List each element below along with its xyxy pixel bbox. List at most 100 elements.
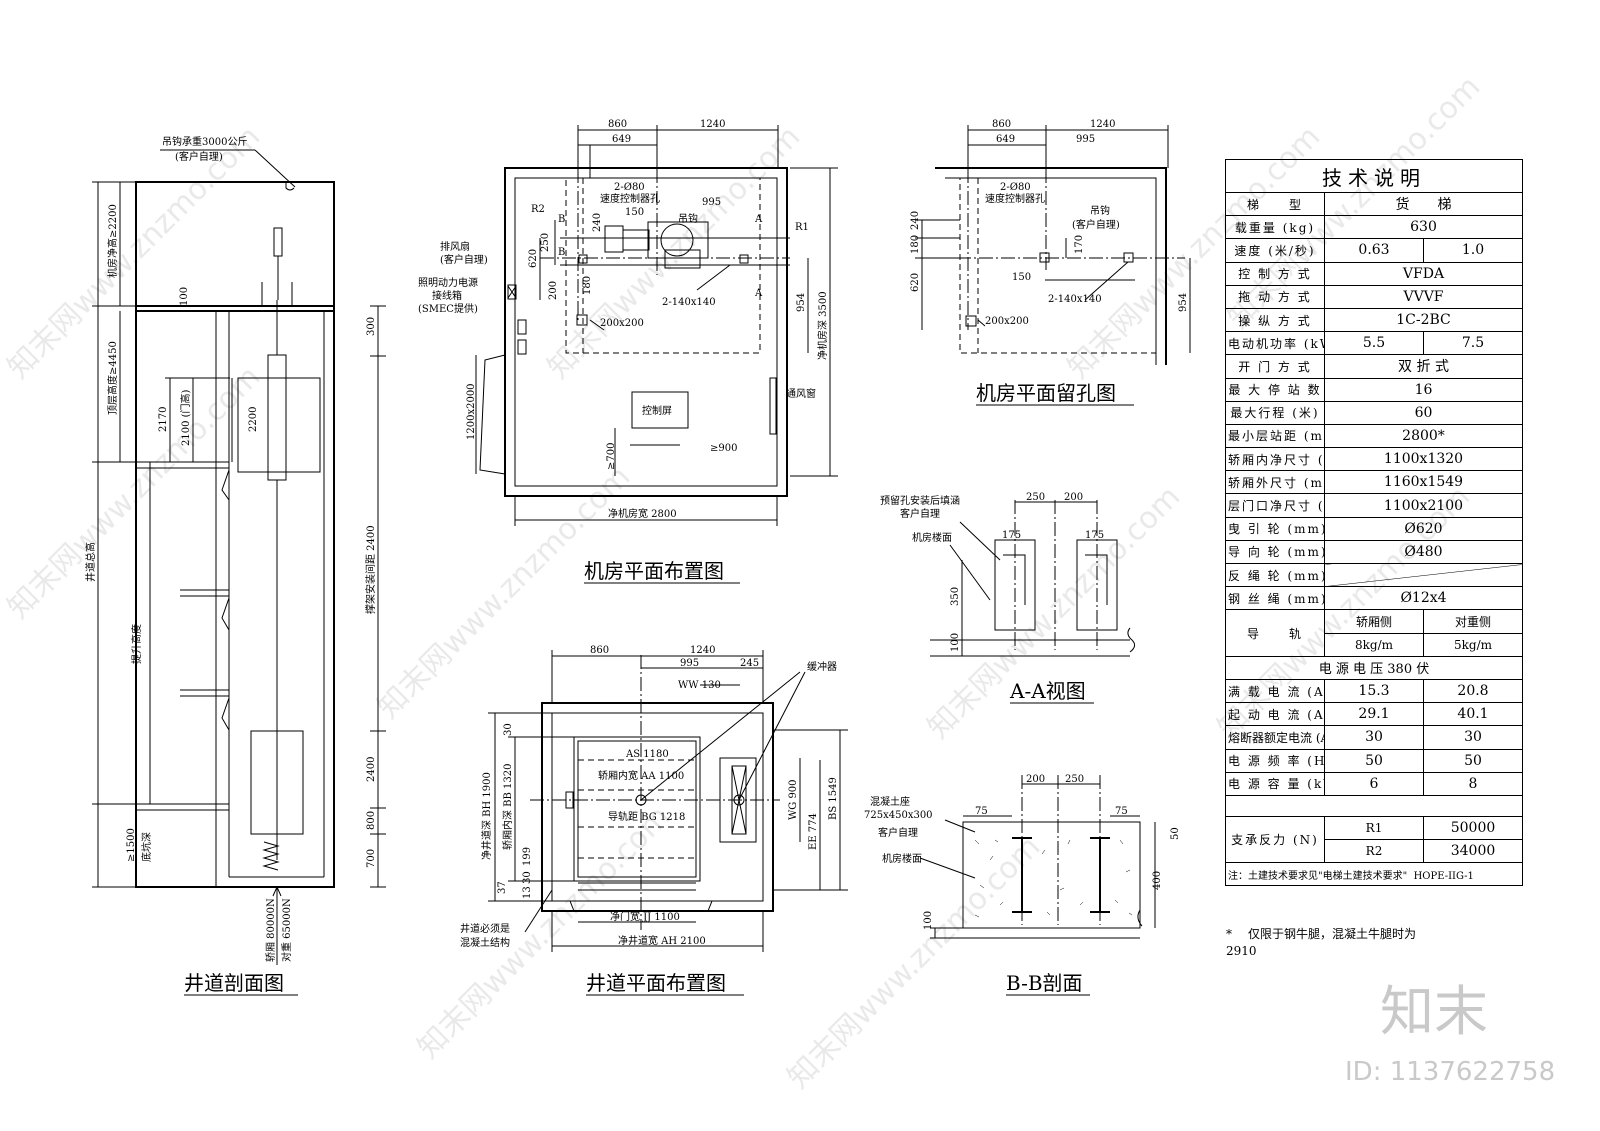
machine-room-layout-title: 机房平面布置图 bbox=[584, 559, 724, 583]
dim-room-width: 净机房宽 2800 bbox=[608, 507, 677, 520]
holes-dim-180: 180 bbox=[910, 235, 921, 254]
bb-label-base: 混凝土座 bbox=[870, 795, 910, 808]
spec-value: 30 bbox=[1423, 725, 1523, 750]
shaft-label-buffer: 缓冲器 bbox=[807, 660, 837, 673]
bb-dim-400: 400 bbox=[1152, 871, 1163, 890]
spec-blank-row bbox=[1225, 794, 1523, 817]
spec-value: 1.0 bbox=[1423, 238, 1523, 263]
dim-2200: 2200 bbox=[248, 407, 259, 432]
spec-key: 最大行程 (米) bbox=[1225, 400, 1325, 425]
shaft-layout-view: 860 1240 995 245 WW 130 缓冲器 AS 1180 轿厢内宽… bbox=[460, 645, 848, 996]
view-aa-title: A-A视图 bbox=[1009, 679, 1086, 703]
landing-sills bbox=[136, 461, 230, 811]
dim-shaft-total: 井道总高 bbox=[84, 542, 97, 582]
holes-dim-860: 860 bbox=[992, 119, 1011, 130]
label-section-b-bottom: B bbox=[558, 247, 565, 258]
dim-1240: 1240 bbox=[700, 119, 725, 130]
watermark-text: 知末网www.znzmo.com bbox=[1, 119, 267, 385]
spec-value: 1C-2BC bbox=[1324, 307, 1523, 333]
shaft-dim-860: 860 bbox=[590, 645, 609, 656]
dim-250: 250 bbox=[540, 233, 551, 252]
bb-label-floor: 机房楼面 bbox=[882, 852, 922, 865]
spec-value: 2800* bbox=[1324, 423, 1523, 449]
section-bb: 混凝土座 725x450x300 客户自理 机房楼面 200 250 75 75… bbox=[864, 774, 1181, 996]
spec-value: 货 梯 bbox=[1324, 191, 1523, 217]
bb-dim-200: 200 bbox=[1026, 774, 1045, 785]
spec-key: 反 绳 轮 (mm) bbox=[1225, 562, 1325, 588]
watermark-text: 知末网www.znzmo.com bbox=[541, 119, 807, 385]
dim-door-height: 2100 (门高) bbox=[179, 389, 192, 446]
aa-label-fill-sub: 客户自理 bbox=[900, 507, 940, 520]
spec-key: 拖 动 方 式 bbox=[1225, 284, 1325, 309]
spec-value: 40.1 bbox=[1423, 702, 1523, 727]
watermark-text: 知末网www.znzmo.com bbox=[371, 459, 637, 725]
shaft-section-view: 吊钩承重3000公斤 (客户自理) 机房净高≥2200 100 顶层高度≥445… bbox=[84, 135, 386, 996]
holes-label-hook: 吊钩 bbox=[1090, 205, 1110, 217]
shaft-label-wg: WG 900 bbox=[788, 779, 799, 820]
dim-2400b: 2400 bbox=[366, 757, 377, 782]
label-section-a-top: A bbox=[754, 214, 763, 225]
spec-value: 630 bbox=[1324, 215, 1523, 240]
aa-dim-200: 200 bbox=[1064, 492, 1083, 503]
shaft-dim-199: 199 bbox=[522, 847, 533, 866]
label-r2: R2 bbox=[531, 204, 545, 215]
spec-value: 50 bbox=[1324, 748, 1424, 773]
spec-value: 双 折 式 bbox=[1324, 354, 1523, 379]
dim-700: ≥700 bbox=[606, 443, 617, 470]
spec-rail-cw: 5kg/m bbox=[1423, 632, 1523, 657]
machine-room-holes-view: 860 1240 649 995 2-Ø80 速度控制器孔 吊钩 (客户自理) … bbox=[910, 119, 1191, 406]
holes-label-2x140: 2-140x140 bbox=[1048, 294, 1102, 305]
spec-value: 1160x1549 bbox=[1324, 470, 1523, 495]
dim-300: 300 bbox=[366, 317, 377, 336]
holes-label-200x200: 200x200 bbox=[985, 316, 1029, 327]
spec-key: 满 载 电 流 (A) bbox=[1225, 678, 1325, 704]
label-fan-sub: (客户自理) bbox=[440, 253, 488, 266]
dim-995: 995 bbox=[702, 197, 721, 208]
spec-key: 钢 丝 绳 (mm) bbox=[1225, 586, 1325, 611]
holes-dim-150: 150 bbox=[1012, 272, 1031, 283]
dim-pit-label: 底坑深 bbox=[140, 832, 153, 862]
dim-620: 620 bbox=[528, 249, 539, 268]
watermark-text: 知末网www.znzmo.com bbox=[781, 829, 1047, 1095]
spec-value: 0.63 bbox=[1324, 238, 1424, 263]
bb-dim-50: 50 bbox=[1170, 827, 1181, 840]
dim-top-floor: 顶层高度≥4450 bbox=[106, 341, 119, 415]
spec-key: 熔断器额定电流 (A) bbox=[1225, 725, 1325, 750]
spec-key: 开 门 方 式 bbox=[1225, 354, 1325, 379]
watermark-text: 知末网www.znzmo.com bbox=[411, 799, 677, 1065]
machine-room-layout-view: 860 1240 649 2-Ø80 速度控制器孔 995 150 吊钩 R2 … bbox=[418, 119, 838, 584]
spec-r2: 34000 bbox=[1423, 839, 1523, 864]
shaft-label-aa: 轿厢内宽 AA 1100 bbox=[598, 769, 684, 782]
label-window: 通风窗 bbox=[786, 387, 816, 400]
aa-dim-250: 250 bbox=[1026, 492, 1045, 503]
load-car: 轿厢 80000N bbox=[264, 898, 277, 962]
footnote-line1: 仅限于钢牛腿，混凝土牛腿时为 bbox=[1248, 927, 1417, 941]
dim-900: ≥900 bbox=[710, 443, 737, 454]
dim-door-size: 1200x2000 bbox=[466, 383, 477, 440]
label-hook: 吊钩 bbox=[678, 213, 698, 225]
shaft-dim-30b: 30 bbox=[522, 871, 533, 884]
spec-voltage: 电 源 电 压 380 伏 bbox=[1225, 655, 1523, 680]
label-governor-hole: 速度控制器孔 bbox=[600, 192, 660, 205]
holes-dim-954: 954 bbox=[1178, 293, 1189, 312]
spec-value: 15.3 bbox=[1324, 678, 1424, 704]
bb-dim-100: 100 bbox=[923, 911, 934, 930]
dim-954: 954 bbox=[796, 293, 807, 312]
spec-note-row: 注：土建技术要求见"电梯土建技术要求" HOPE-IIG-1 bbox=[1225, 862, 1523, 887]
spec-value: Ø620 bbox=[1324, 516, 1523, 541]
spec-code: HOPE-IIG-1 bbox=[1413, 870, 1474, 882]
shaft-label-jj: 净门宽 JJ 1100 bbox=[610, 910, 680, 923]
shaft-label-ee: EE 774 bbox=[808, 813, 819, 850]
aa-dim-175a: 175 bbox=[1002, 530, 1021, 541]
dim-room-depth: 净机房深 3500 bbox=[816, 291, 829, 360]
shaft-label-ah: 净井道宽 AH 2100 bbox=[618, 934, 706, 947]
concrete-hatch bbox=[974, 839, 1133, 918]
load-counterweight: 对重 65000N bbox=[280, 898, 293, 962]
dim-2170: 2170 bbox=[158, 407, 169, 432]
shaft-label-ww: WW 130 bbox=[678, 680, 721, 691]
spec-rail-cw-side: 对重侧 bbox=[1423, 609, 1523, 634]
spec-value: 1100x2100 bbox=[1324, 493, 1523, 518]
spec-key: 操 纵 方 式 bbox=[1225, 307, 1325, 333]
dim-150: 150 bbox=[625, 207, 644, 218]
